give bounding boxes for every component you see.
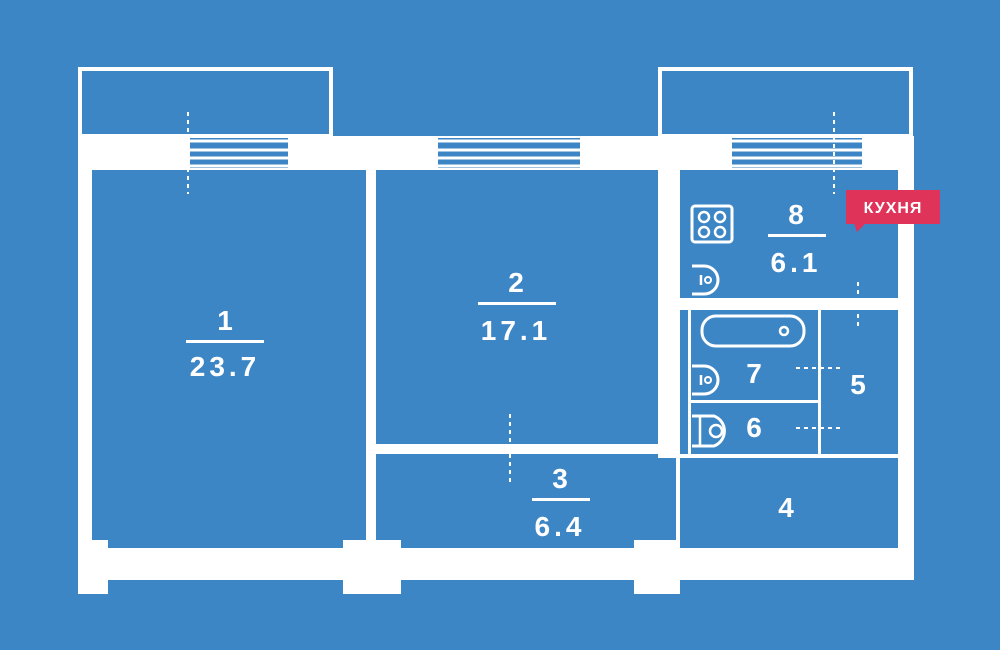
room-7-label: 7 bbox=[746, 358, 762, 389]
window-8 bbox=[732, 138, 862, 168]
room-area: 17.1 bbox=[481, 315, 552, 346]
kitchen-tag-label: КУХНЯ bbox=[864, 200, 923, 217]
stove-icon bbox=[690, 204, 734, 244]
room-3-label: 3 6.4 bbox=[532, 463, 590, 542]
room-number: 3 bbox=[552, 463, 568, 494]
kitchen-tag: КУХНЯ bbox=[846, 190, 940, 232]
bathtub-icon bbox=[700, 314, 806, 348]
room-area: 6.4 bbox=[535, 511, 586, 542]
sink-icon bbox=[692, 264, 720, 296]
door-indicators bbox=[187, 112, 859, 486]
room-4-label: 4 bbox=[778, 492, 794, 523]
room-number: 7 bbox=[746, 358, 762, 389]
window-1 bbox=[190, 138, 288, 168]
room-number: 8 bbox=[788, 199, 804, 230]
window-2 bbox=[438, 138, 580, 168]
room-6-label: 6 bbox=[746, 412, 762, 443]
room-number: 5 bbox=[850, 369, 866, 400]
sink-icon bbox=[692, 364, 720, 396]
toilet-icon bbox=[692, 414, 726, 448]
room-area: 23.7 bbox=[190, 351, 261, 382]
interior-walls bbox=[366, 168, 898, 550]
room-number: 1 bbox=[217, 305, 233, 336]
room-number: 2 bbox=[508, 267, 524, 298]
room-1-label: 1 23.7 bbox=[186, 305, 264, 382]
room-area: 6.1 bbox=[771, 247, 822, 278]
room-number: 4 bbox=[778, 492, 794, 523]
room-2-label: 2 17.1 bbox=[478, 267, 556, 346]
room-8-label: 8 6.1 bbox=[768, 199, 826, 278]
room-number: 6 bbox=[746, 412, 762, 443]
room-5-label: 5 bbox=[850, 369, 866, 400]
